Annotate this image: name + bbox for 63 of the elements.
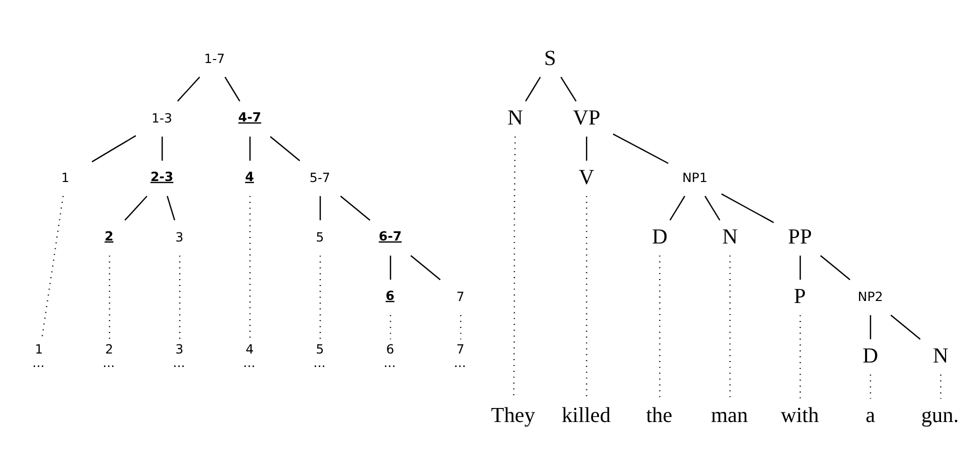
- connector: [704, 195, 720, 220]
- connector: [612, 132, 669, 164]
- node-text: N: [508, 104, 524, 129]
- node-text: They: [490, 402, 536, 426]
- node-text: 4 ...: [243, 341, 256, 370]
- connector: [586, 136, 588, 160]
- node-text: with: [780, 402, 819, 426]
- node-text: 3 ...: [172, 341, 186, 370]
- node-text: D: [652, 224, 668, 248]
- node-text: 4-7: [238, 108, 262, 124]
- connector: [92, 134, 136, 162]
- node-text: P: [794, 283, 806, 308]
- node-text: NP1: [682, 169, 708, 184]
- node-text: 1: [61, 169, 70, 184]
- node-text: 5-7: [310, 169, 330, 184]
- node-text: 7 ...: [454, 341, 466, 370]
- node-text: 4: [245, 168, 254, 184]
- connector: [820, 254, 850, 280]
- connector: [870, 314, 872, 339]
- connector: [890, 314, 921, 340]
- connector: [669, 195, 686, 220]
- node-text: V: [578, 164, 594, 188]
- connector: [800, 255, 801, 280]
- node-text: PP: [788, 224, 812, 248]
- node-text: 2 ...: [102, 341, 115, 370]
- node-text: 5 ...: [313, 341, 326, 370]
- node-text: NP2: [858, 288, 883, 304]
- node-text: 1 ...: [32, 341, 45, 370]
- node-text: 3: [175, 228, 184, 244]
- connector: [721, 192, 774, 223]
- node-text: 7: [456, 288, 464, 304]
- node-text: 5: [316, 228, 324, 244]
- node-text: 6 ...: [384, 341, 396, 370]
- connector: [410, 254, 441, 280]
- node-text: killed: [562, 402, 611, 426]
- node-text: D: [862, 342, 878, 367]
- connector: [390, 255, 392, 280]
- connector: [166, 195, 176, 220]
- connector: [177, 76, 200, 102]
- node-text: gun.: [921, 402, 959, 426]
- node-text: a: [866, 402, 876, 426]
- node-text: N: [722, 224, 738, 248]
- node-text: 2-3: [150, 168, 174, 184]
- connector: [124, 195, 148, 220]
- node-text: 2: [104, 228, 114, 243]
- node-text: 6-7: [378, 228, 402, 243]
- node-text: 1-7: [204, 50, 225, 66]
- node-text: N: [932, 342, 948, 367]
- node-text: VP: [572, 104, 600, 129]
- connector: [41, 195, 64, 339]
- connector: [162, 136, 163, 160]
- node-text: 6: [386, 287, 394, 302]
- node-text: man: [710, 402, 748, 426]
- connector: [224, 76, 240, 102]
- node-text: S: [544, 45, 556, 70]
- connector: [320, 196, 321, 220]
- connector: [270, 136, 300, 161]
- node-text: the: [646, 402, 672, 426]
- connector: [340, 195, 370, 220]
- node-text: 1-3: [151, 110, 172, 125]
- connector: [249, 136, 251, 160]
- connector: [560, 76, 577, 102]
- connector: [525, 76, 541, 102]
